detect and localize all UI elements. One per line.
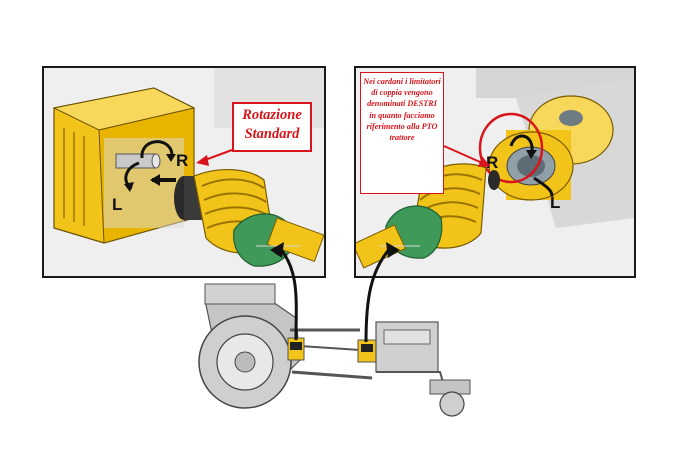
rotation-l-label: L: [550, 193, 560, 212]
rotation-l-label: L: [112, 195, 122, 214]
implement-frame: [375, 321, 471, 417]
implement-side-illustration: R L: [356, 68, 634, 276]
tractor-pto-panel: R L: [42, 66, 326, 278]
standard-rotation-callout: Rotazione Standard: [232, 102, 312, 152]
tractor-pto-illustration: R L: [44, 68, 324, 276]
pto-stub-shaft: [115, 153, 161, 169]
torque-limiter-note: Nei cardani i limitatori di coppia vengo…: [360, 72, 444, 194]
rotation-r-label: R: [486, 153, 498, 172]
pto-marker-implement: [357, 339, 377, 363]
pto-marker-tractor: [287, 337, 305, 361]
tractor-rear: [198, 283, 301, 409]
callout-rotation-line1: Rotazione: [242, 107, 302, 123]
rotation-r-label: R: [176, 151, 188, 170]
callout-rotation-line2: Standard: [244, 126, 300, 142]
